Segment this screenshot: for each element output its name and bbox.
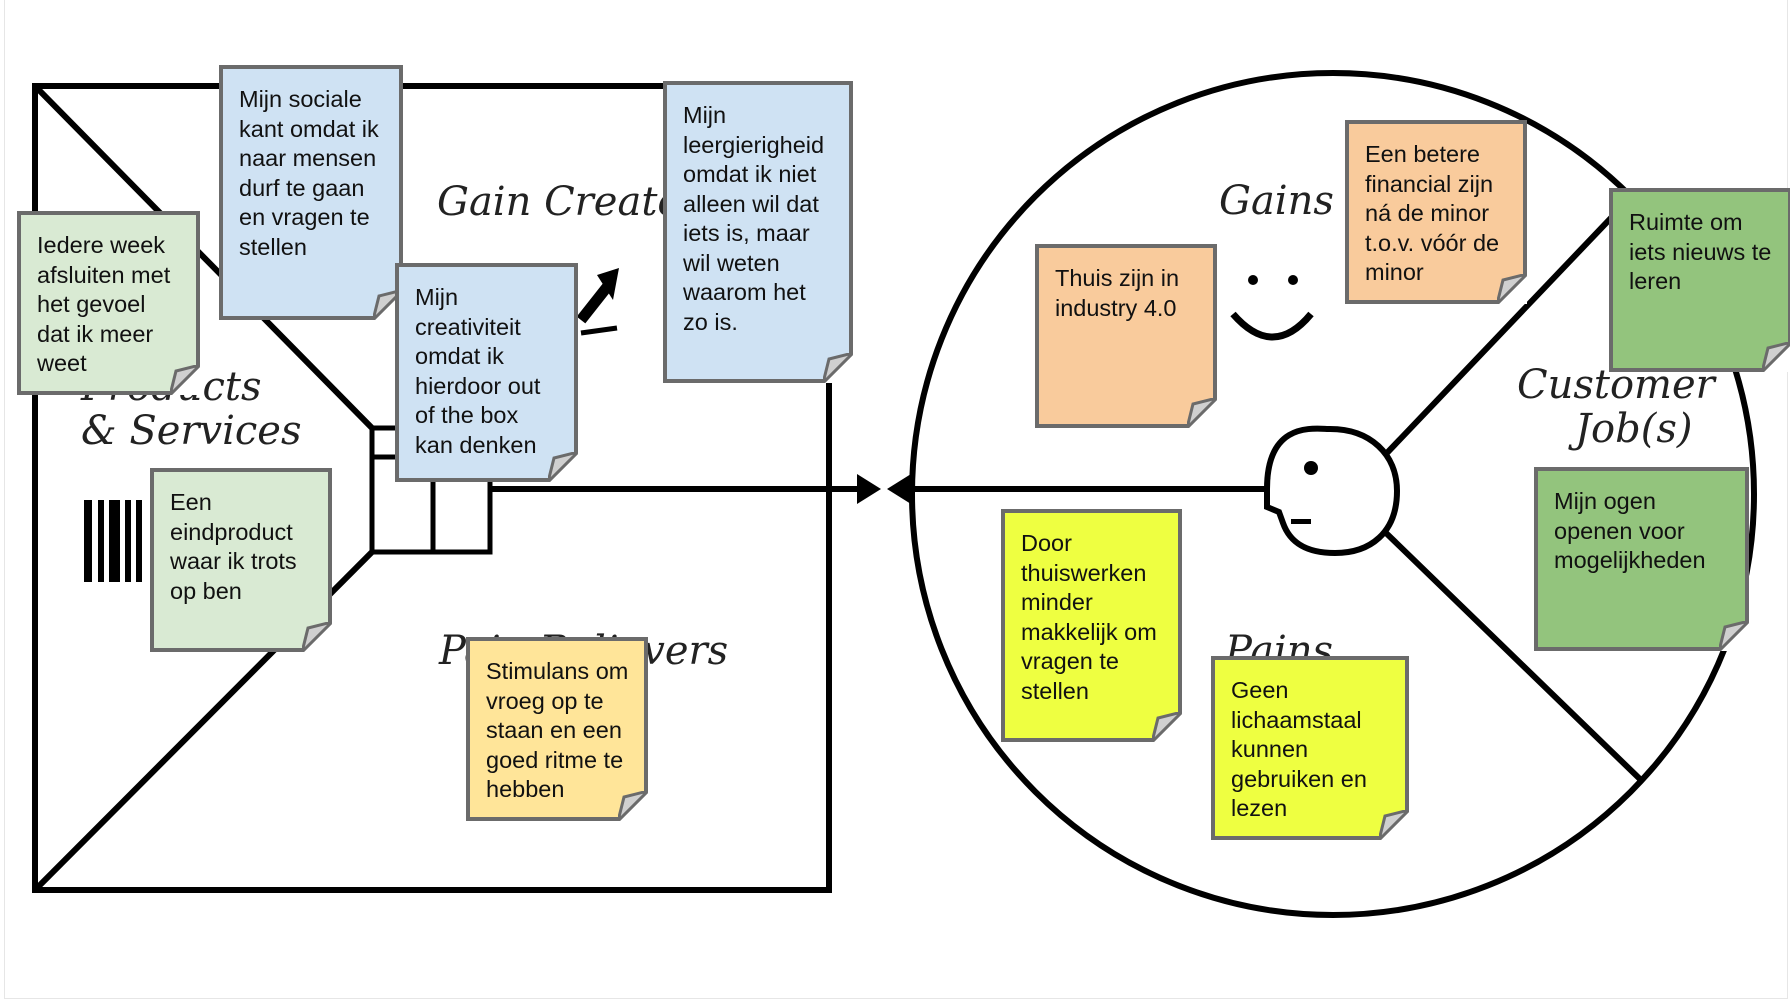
sticky-note-ruimte-nieuws[interactable]: Ruimte om iets nieuws te leren — [1609, 188, 1790, 372]
note-text: Ruimte om iets nieuws te leren — [1629, 209, 1772, 294]
arrow-right-icon — [857, 474, 881, 504]
barcode-icon — [84, 500, 142, 582]
sticky-note-leergierigheid[interactable]: Mijn leergierigheid omdat ik niet alleen… — [663, 81, 853, 383]
label-gains: Gains — [1219, 178, 1334, 224]
note-text: Geen lichaamstaal kunnen gebruiken en le… — [1231, 677, 1367, 821]
sticky-note-thuiswerken[interactable]: Door thuiswerken minder makkelijk om vra… — [1001, 509, 1182, 742]
sticky-note-creativiteit[interactable]: Mijn creativiteit omdat ik hierdoor out … — [395, 263, 578, 482]
face-head — [1264, 425, 1401, 557]
note-text: Thuis zijn in industry 4.0 — [1055, 265, 1180, 321]
arrow-left-icon — [887, 474, 911, 504]
folded-corner-icon — [1497, 274, 1527, 304]
note-text: Door thuiswerken minder makkelijk om vra… — [1021, 530, 1157, 704]
fit-arrows — [829, 474, 1267, 504]
sticky-note-iedere-week[interactable]: Iedere week afsluiten met het gevoel dat… — [17, 211, 200, 395]
note-text: Iedere week afsluiten met het gevoel dat… — [37, 232, 171, 376]
gain-arrow-icon — [576, 268, 619, 336]
folded-corner-icon — [1762, 342, 1790, 372]
folded-corner-icon — [302, 622, 332, 652]
face-icon — [1291, 461, 1318, 524]
sticky-note-sociale-kant[interactable]: Mijn sociale kant omdat ik naar mensen d… — [219, 65, 403, 320]
folded-corner-icon — [1379, 810, 1409, 840]
divider-upper — [1382, 195, 1633, 458]
diagonal-top — [32, 83, 375, 431]
divider-lower — [1382, 529, 1646, 785]
note-text: Mijn leergierigheid omdat ik niet alleen… — [683, 102, 825, 335]
sticky-note-thuis-industry[interactable]: Thuis zijn in industry 4.0 — [1035, 244, 1217, 428]
note-text: Mijn creativiteit omdat ik hierdoor out … — [415, 284, 541, 458]
folded-corner-icon — [823, 353, 853, 383]
folded-corner-icon — [548, 452, 578, 482]
sticky-note-stimulans[interactable]: Stimulans om vroeg op te staan en een go… — [466, 637, 648, 821]
label-products-line2: & Services — [81, 408, 302, 454]
folded-corner-icon — [1719, 621, 1749, 651]
note-text: Een eindproduct waar ik trots op ben — [170, 489, 297, 604]
sticky-note-lichaamstaal[interactable]: Geen lichaamstaal kunnen gebruiken en le… — [1211, 656, 1409, 840]
folded-corner-icon — [1152, 712, 1182, 742]
smiley-icon — [1230, 275, 1314, 341]
folded-corner-icon — [1187, 398, 1217, 428]
folded-corner-icon — [618, 791, 648, 821]
label-jobs: Job(s) — [1568, 406, 1692, 452]
note-text: Stimulans om vroeg op te staan en een go… — [486, 658, 629, 802]
customer-profile — [909, 70, 1757, 918]
whiteboard: Gain Creators Products & Services Pain R… — [4, 0, 1790, 999]
sticky-note-ogen-openen[interactable]: Mijn ogen openen voor mogelijkheden — [1534, 467, 1749, 651]
sticky-note-betere-financial[interactable]: Een betere financial zijn ná de minor t.… — [1345, 120, 1527, 304]
sticky-note-eindproduct[interactable]: Een eindproduct waar ik trots op ben — [150, 468, 332, 652]
folded-corner-icon — [170, 365, 200, 395]
customer-profile-circle — [909, 70, 1757, 918]
note-text: Mijn sociale kant omdat ik naar mensen d… — [239, 86, 379, 260]
note-text: Een betere financial zijn ná de minor t.… — [1365, 141, 1500, 285]
note-text: Mijn ogen openen voor mogelijkheden — [1554, 488, 1706, 573]
